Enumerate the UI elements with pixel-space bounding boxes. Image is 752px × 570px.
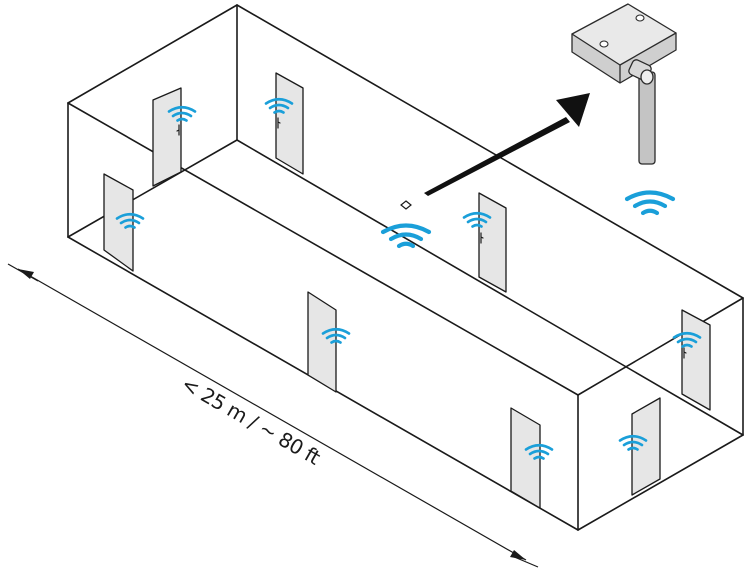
room-outline	[67, 4, 744, 531]
door-lock-icon	[176, 124, 180, 136]
door-front-2	[510, 407, 541, 509]
wireless-signal-icon	[627, 193, 673, 214]
door-lock-icon	[480, 232, 484, 244]
door-back-left-1	[152, 87, 182, 187]
length-dimension: < 25 m / ~ 80 ft	[7, 263, 539, 568]
wireless-signal-icon	[383, 226, 429, 247]
door-front-1	[307, 291, 337, 393]
arrow-icon	[424, 93, 590, 196]
door-lock-icon	[683, 347, 687, 359]
gateway-device-icon	[571, 3, 677, 165]
dimension-label: < 25 m / ~ 80 ft	[178, 372, 325, 470]
door-back-right-2	[478, 192, 507, 293]
door-back-right-1	[275, 72, 304, 175]
gateway-origin-marker	[400, 200, 412, 210]
door-front-right	[631, 397, 661, 496]
door-lock-icon	[277, 117, 281, 129]
door-back-left-2	[103, 173, 134, 272]
door-back-right-3	[681, 309, 711, 411]
